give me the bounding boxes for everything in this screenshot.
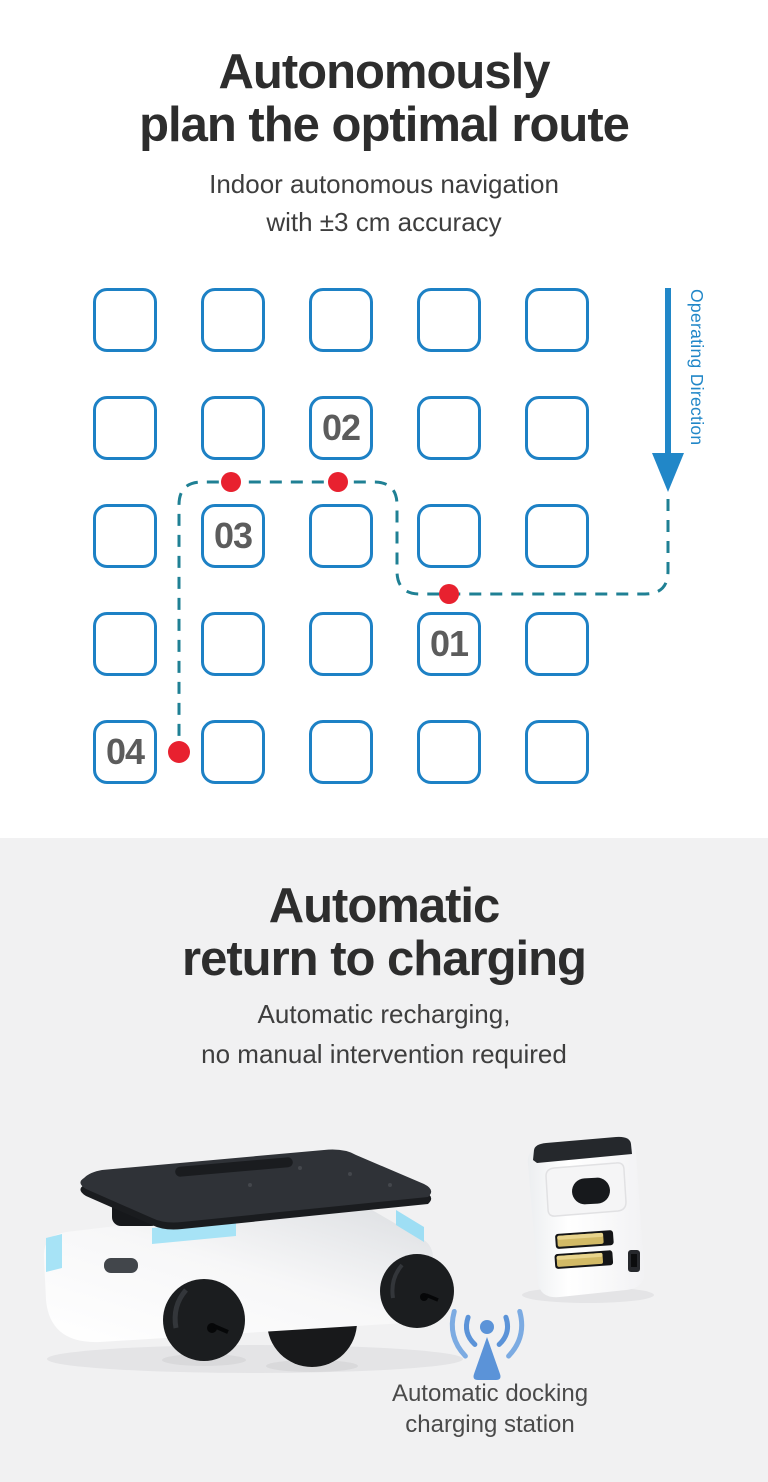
route-planning-section: Autonomously plan the optimal route Indo… xyxy=(0,0,768,784)
dock-charging-contacts xyxy=(554,1230,614,1269)
grid-cell xyxy=(525,504,589,568)
dock-body xyxy=(527,1138,645,1298)
route-subtitle-line2: with ±3 cm accuracy xyxy=(266,207,502,237)
grid-cell xyxy=(417,396,481,460)
robot-front-slot xyxy=(104,1258,138,1273)
antenna-signal-icon xyxy=(449,1308,525,1380)
grid-cell xyxy=(309,612,373,676)
grid-cell xyxy=(417,720,481,784)
grid-cell xyxy=(201,720,265,784)
charging-section-title: Automatic return to charging xyxy=(0,838,768,986)
robot-front-caster-wheel xyxy=(163,1279,245,1361)
grid-cell: 02 xyxy=(309,396,373,460)
dock-ir-window xyxy=(572,1177,610,1205)
grid-cell-label: 03 xyxy=(213,515,253,556)
grid-cell xyxy=(201,288,265,352)
charging-subtitle-line1: Automatic recharging, xyxy=(257,999,511,1029)
grid-cell xyxy=(93,288,157,352)
grid-cell: 03 xyxy=(201,504,265,568)
route-section-title: Autonomously plan the optimal route xyxy=(0,0,768,152)
grid-cell xyxy=(201,396,265,460)
auto-charging-section: Automatic return to charging Automatic r… xyxy=(0,838,768,1482)
charging-section-subtitle: Automatic recharging, no manual interven… xyxy=(0,994,768,1074)
route-title-line1: Autonomously xyxy=(218,45,551,99)
grid-cell xyxy=(525,288,589,352)
grid-cell xyxy=(93,396,157,460)
route-title-line2: plan the optimal route xyxy=(139,98,630,152)
delivery-robot-illustration xyxy=(43,1149,463,1373)
grid-cell xyxy=(93,612,157,676)
grid-cell xyxy=(309,720,373,784)
robot-accent-strip xyxy=(46,1234,62,1272)
grid-cell xyxy=(525,720,589,784)
grid-cell: 04 xyxy=(93,720,157,784)
navigation-grid: 02 03 01 04 xyxy=(93,288,589,784)
operating-direction-arrow xyxy=(652,288,684,492)
grid-cell xyxy=(93,504,157,568)
grid-cell xyxy=(417,504,481,568)
dock-caption-line1: Automatic docking xyxy=(391,1380,589,1407)
grid-cell xyxy=(525,612,589,676)
robot-accent-strip xyxy=(396,1210,424,1242)
robot-and-dock-illustration xyxy=(43,1136,654,1380)
grid-cell xyxy=(201,612,265,676)
robot-top-tray xyxy=(80,1149,432,1223)
grid-cell-label: 04 xyxy=(105,731,145,772)
charging-title-line1: Automatic xyxy=(268,879,501,933)
operating-direction-label: Operating Direction xyxy=(687,289,707,445)
charging-subtitle-line2: no manual intervention required xyxy=(201,1039,567,1069)
dock-caption-line2: charging station xyxy=(405,1411,575,1438)
grid-cell xyxy=(309,504,373,568)
charging-title-line2: return to charging xyxy=(182,932,587,986)
route-subtitle-line1: Indoor autonomous navigation xyxy=(209,169,559,199)
robot-tray-handle xyxy=(175,1157,293,1177)
dock-caption: Automatic docking charging station xyxy=(392,1378,588,1440)
dock-top-strip xyxy=(533,1136,632,1163)
charging-dock-illustration xyxy=(522,1136,654,1303)
grid-cell xyxy=(417,288,481,352)
grid-cell xyxy=(525,396,589,460)
route-section-subtitle: Indoor autonomous navigation with ±3 cm … xyxy=(0,165,768,241)
robot-body xyxy=(43,1202,434,1343)
grid-cell-label: 01 xyxy=(429,623,469,664)
grid-cell-label: 02 xyxy=(321,407,361,448)
grid-cell xyxy=(309,288,373,352)
grid-cell: 01 xyxy=(417,612,481,676)
robot-rear-caster-wheel xyxy=(380,1254,454,1328)
